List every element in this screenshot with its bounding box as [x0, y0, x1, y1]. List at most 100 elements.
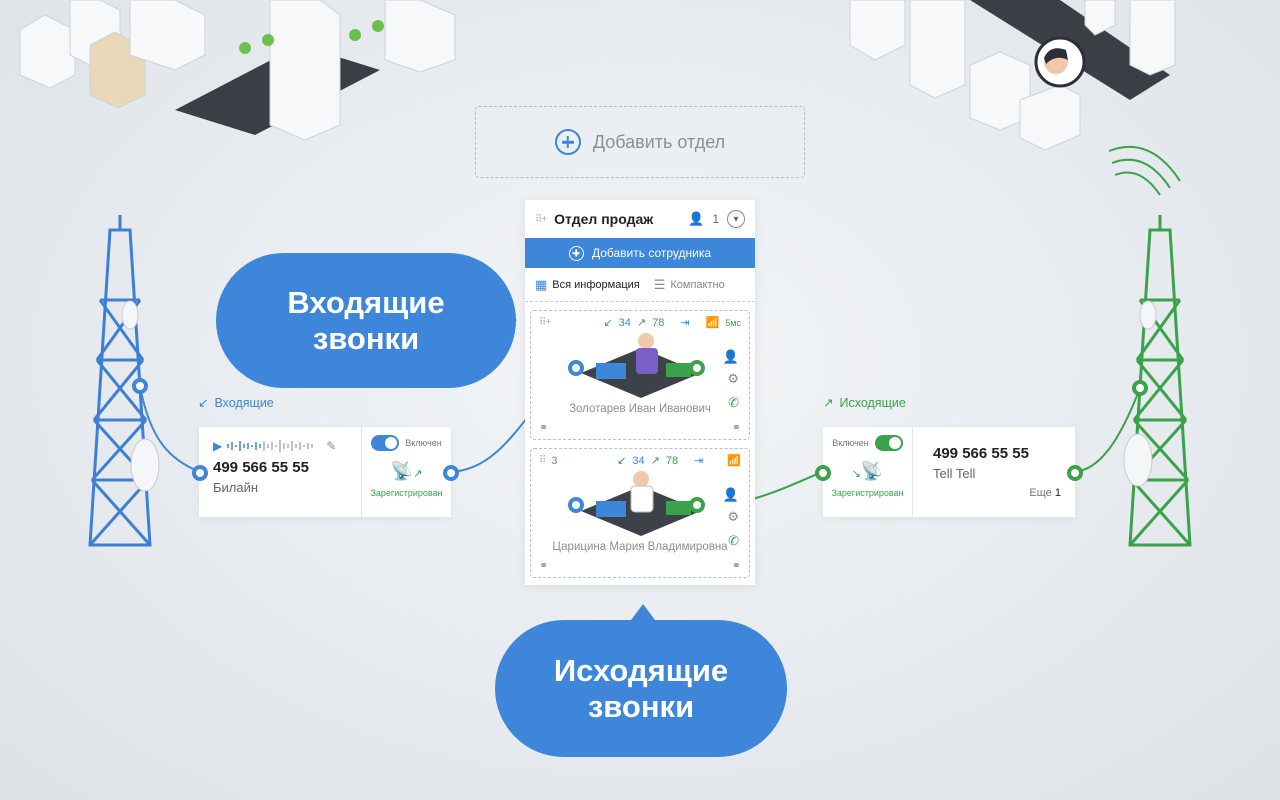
employee-card[interactable]: ⠿ 3 ↙ 34 ↗ 78 ⇥ 📶 Царицина Мария Владими… [530, 448, 750, 578]
toggle-label: Включен [405, 438, 442, 448]
enable-toggle-row: Включен [832, 435, 903, 451]
audio-player: ▶ ✎ [213, 439, 347, 453]
play-icon[interactable]: ▶ [213, 439, 223, 453]
add-circle-icon [568, 245, 584, 261]
department-header: ⠿+ Отдел продаж 👤 1 ▾ [525, 200, 755, 238]
outgoing-connector-right[interactable] [1067, 465, 1083, 481]
view-full-option[interactable]: ▦ Вся информация [535, 277, 640, 293]
bubble-tail [628, 604, 658, 624]
add-circle-icon [554, 129, 581, 155]
phone-icon[interactable]: ✆ [728, 533, 739, 548]
edit-icon[interactable]: ✎ [326, 439, 337, 453]
enable-toggle[interactable] [874, 435, 903, 451]
department-title: Отдел продаж [554, 211, 654, 227]
tower-left [88, 215, 152, 547]
incoming-count: 34 [618, 316, 631, 329]
toggle-label: Включен [832, 438, 869, 448]
view-compact-label: Компактно [670, 278, 725, 291]
department-panel: ⠿+ Отдел продаж 👤 1 ▾ Добавить сотрудник… [525, 200, 755, 585]
workspace-illustration [581, 333, 701, 398]
antenna-icon: 📡↗ [390, 461, 423, 481]
outgoing-call-icon: ↗ [636, 317, 647, 329]
outgoing-connector-left[interactable] [815, 465, 831, 481]
city-left [19, 0, 456, 141]
signal-waves [1108, 145, 1181, 196]
incoming-connector-left[interactable] [192, 465, 208, 481]
incoming-phone-number: 499 566 55 55 [213, 459, 309, 476]
drag-handle-icon[interactable]: ⠿ [539, 455, 546, 466]
view-compact-option[interactable]: ☰ Компактно [654, 277, 725, 293]
registration-status: Зарегистрирован [370, 488, 443, 498]
signal-icon: 📶 [705, 317, 720, 329]
add-employee-button[interactable]: Добавить сотрудника [525, 238, 755, 268]
outgoing-section-label: ↗ Исходящие [823, 395, 906, 411]
registration-status: Зарегистрирован [831, 488, 904, 498]
dish-left [130, 438, 160, 492]
waveform [227, 440, 313, 452]
drag-handle-icon[interactable]: ⠿+ [535, 213, 547, 225]
incoming-operator: Билайн [213, 480, 259, 495]
link-icon[interactable]: ⚭ [539, 560, 549, 572]
grid-icon: ▦ [535, 276, 548, 292]
city-right [849, 0, 1176, 151]
employee-name: Царицина Мария Владимировна [552, 541, 728, 553]
employee-card[interactable]: ⠿+ ↙ 34 ↗ 78 ⇥ 📶 5мс Золотарев Иван Иван… [530, 310, 750, 440]
outgoing-count: 78 [665, 454, 679, 467]
drag-handle-icon[interactable]: ⠿+ [539, 317, 551, 328]
outgoing-phone-number: 499 566 55 55 [933, 445, 1029, 462]
list-icon: ☰ [653, 276, 666, 292]
gear-icon[interactable]: ⚙ [727, 371, 739, 386]
link-icon[interactable]: ⚭ [539, 422, 549, 434]
incoming-calls-bubble: Входящие звонки [216, 253, 516, 388]
outgoing-calls-bubble: Исходящие звонки [495, 620, 787, 757]
employee-stats: ⠿ 3 ↙ 34 ↗ 78 ⇥ 📶 [539, 454, 741, 468]
outgoing-line-card[interactable]: Включен ↘📡 Зарегистрирован 499 566 55 55… [823, 427, 1075, 517]
more-link[interactable]: Еще 1 [1029, 487, 1061, 499]
workspace-illustration [581, 471, 701, 536]
view-switcher: ▦ Вся информация ☰ Компактно [525, 268, 755, 302]
incoming-line-card[interactable]: ▶ ✎ 499 566 55 55 Билайн [199, 427, 451, 517]
add-department-button[interactable]: Добавить отдел [475, 106, 805, 178]
employee-position: 3 [551, 454, 558, 467]
employee-stats: ⠿+ ↙ 34 ↗ 78 ⇥ 📶 5мс [539, 316, 741, 330]
link-icon[interactable]: ⚭ [731, 560, 741, 572]
user-icon: 👤 [688, 211, 705, 226]
incoming-call-icon: ↙ [603, 317, 613, 329]
connector-in[interactable] [568, 497, 584, 513]
phone-icon[interactable]: ✆ [728, 395, 739, 410]
add-department-label: Добавить отдел [592, 131, 726, 152]
outgoing-operator: Tell Tell [933, 466, 976, 481]
connector-out[interactable] [689, 497, 705, 513]
caller-avatar [1034, 36, 1086, 88]
trees-left [239, 20, 384, 54]
enable-toggle[interactable] [371, 435, 400, 451]
view-full-label: Вся информация [552, 278, 640, 291]
latency-value: 5мс [725, 317, 741, 328]
incoming-call-icon: ↙ [617, 455, 627, 467]
tower-left-connector[interactable] [132, 378, 148, 394]
transfer-icon[interactable]: ⇥ [680, 317, 690, 329]
gear-icon[interactable]: ⚙ [727, 509, 739, 524]
chevron-down-icon[interactable]: ▾ [727, 210, 745, 228]
transfer-icon[interactable]: ⇥ [694, 455, 704, 467]
incoming-call-icon: ↙ [198, 396, 209, 410]
outgoing-call-icon: ↗ [823, 396, 834, 410]
add-employee-label: Добавить сотрудника [591, 246, 712, 260]
employee-name: Золотарев Иван Иванович [569, 403, 711, 415]
connector-out[interactable] [689, 360, 705, 376]
outgoing-count: 78 [652, 316, 665, 329]
dish-right [1123, 433, 1153, 487]
outgoing-call-icon: ↗ [650, 455, 660, 467]
incoming-section-label: ↙ Входящие [198, 395, 274, 411]
incoming-count: 34 [632, 454, 645, 467]
incoming-connector-right[interactable] [443, 465, 459, 481]
signal-off-icon: 📶 [727, 455, 741, 467]
user-icon[interactable]: 👤 [722, 349, 739, 364]
tower-right-connector[interactable] [1132, 380, 1148, 396]
user-icon[interactable]: 👤 [722, 487, 739, 502]
antenna-icon: ↘📡 [851, 461, 884, 481]
link-icon[interactable]: ⚭ [731, 422, 741, 434]
members-count: 1 [712, 212, 719, 226]
connector-in[interactable] [568, 360, 584, 376]
